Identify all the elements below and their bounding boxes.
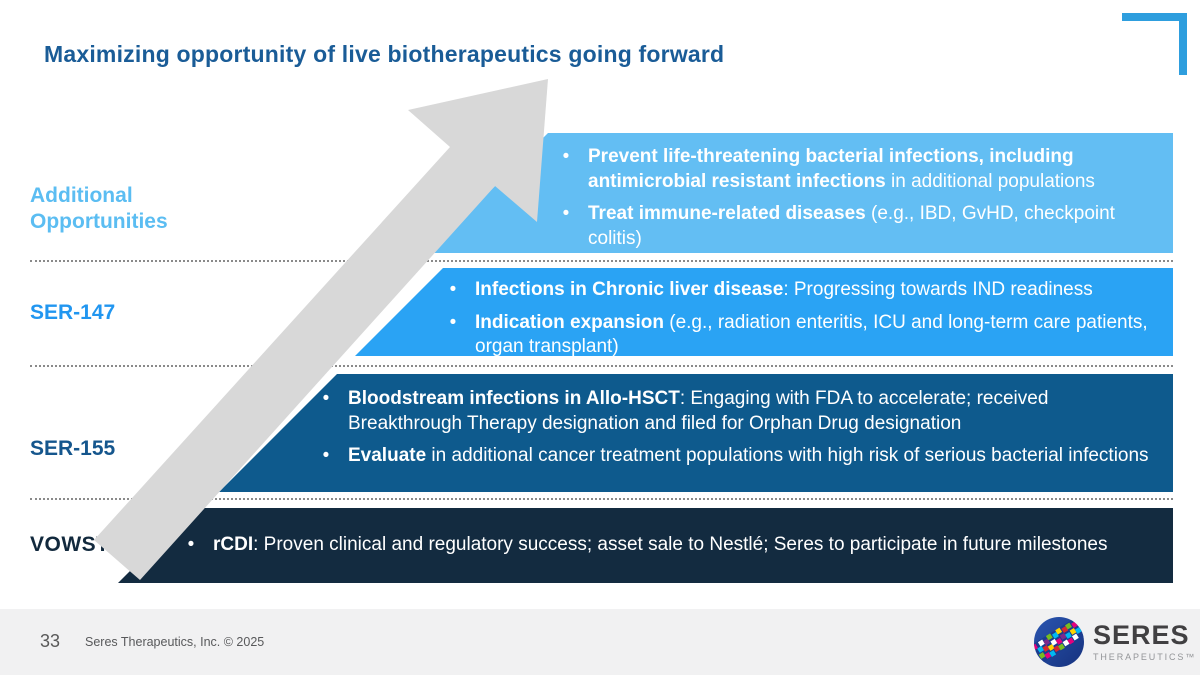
row-label-vowst: VOWST <box>30 533 110 556</box>
seres-logo: SERES THERAPEUTICS™ <box>1033 616 1196 668</box>
bullet-item: • rCDI: Proven clinical and regulatory su… <box>185 533 1153 558</box>
seres-wordmark: SERES <box>1093 620 1190 650</box>
bullet-item: • Evaluate in additional cancer treatment… <box>320 444 1153 469</box>
bullet-list: • Infections in Chronic liver disease: Pr… <box>447 278 1153 358</box>
copyright-text: Seres Therapeutics, Inc. © 2025 <box>85 635 265 649</box>
bullet-item: • Prevent life-threatening bacterial infe… <box>560 145 1153 194</box>
bullet-text: Evaluate in additional cancer treatment … <box>348 445 1149 467</box>
row-label-ser-155: SER-155 <box>30 437 116 460</box>
seres-logo-icon <box>1034 617 1084 667</box>
seres-logo-text: SERES THERAPEUTICS™ <box>1093 620 1197 663</box>
row-divider <box>30 365 1173 367</box>
page-number: 33 <box>40 631 61 651</box>
bullet-list: • Prevent life-threatening bacterial infe… <box>560 145 1153 252</box>
band-ser-147: • Infections in Chronic liver disease: Pr… <box>355 268 1173 356</box>
bullet-text: Treat immune-related diseases (e.g., IBD… <box>588 203 1115 250</box>
bullet-marker: • <box>562 203 570 225</box>
row-label-additional-opportunities: Additional Opportunities <box>30 184 168 234</box>
row-label-ser-147: SER-147 <box>30 301 116 324</box>
bullet-item: • Indication expansion (e.g., radiation e… <box>447 311 1153 358</box>
bullet-text: Indication expansion (e.g., radiation en… <box>475 311 1148 358</box>
bullet-marker: • <box>322 445 330 467</box>
bullet-marker: • <box>449 279 457 300</box>
seres-subtext: THERAPEUTICS™ <box>1093 652 1197 662</box>
bullet-marker: • <box>322 388 330 409</box>
band-ser-155: • Bloodstream infections in Allo-HSCT: En… <box>219 374 1173 492</box>
bullet-text: Bloodstream infections in Allo-HSCT: Eng… <box>348 388 1049 434</box>
bullet-text: rCDI: Proven clinical and regulatory suc… <box>213 534 1108 556</box>
bullet-marker: • <box>449 311 457 333</box>
bullet-marker: • <box>562 146 570 167</box>
corner-bracket-decoration <box>1122 13 1187 75</box>
bullet-text: Prevent life-threatening bacterial infec… <box>588 146 1095 192</box>
bullet-text: Infections in Chronic liver disease: Pro… <box>475 279 1093 300</box>
page-title: Maximizing opportunity of live biotherap… <box>44 41 725 67</box>
bullet-item: • Bloodstream infections in Allo-HSCT: En… <box>320 387 1153 436</box>
bullet-item: • Treat immune-related diseases (e.g., IB… <box>560 202 1153 251</box>
row-divider <box>30 260 1173 262</box>
row-divider <box>30 498 1173 500</box>
footer: 33 Seres Therapeutics, Inc. © 2025 <box>0 609 1200 675</box>
bullet-list: • Bloodstream infections in Allo-HSCT: En… <box>320 387 1153 469</box>
band-additional-opportunities: • Prevent life-threatening bacterial infe… <box>428 133 1173 253</box>
bullet-marker: • <box>187 534 195 556</box>
bullet-item: • Infections in Chronic liver disease: Pr… <box>447 278 1153 303</box>
band-vowst: • rCDI: Proven clinical and regulatory su… <box>118 508 1173 583</box>
bullet-list: • rCDI: Proven clinical and regulatory su… <box>185 533 1153 558</box>
